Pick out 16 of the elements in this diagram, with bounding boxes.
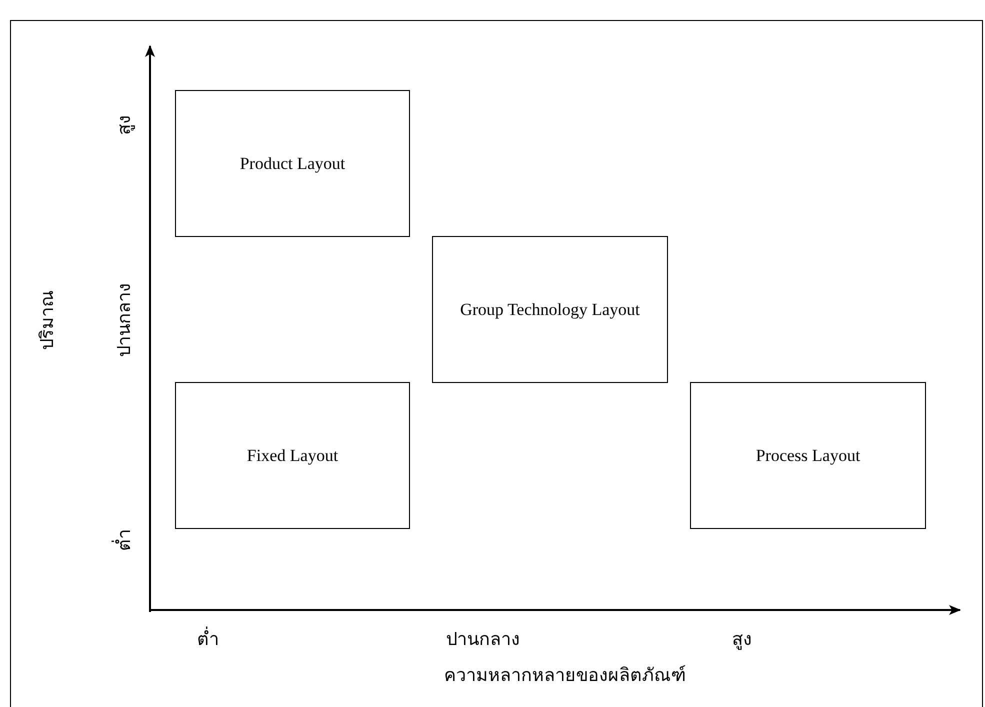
layout-box — [432, 236, 668, 383]
box-label: Product Layout — [238, 152, 346, 175]
layout-box — [175, 90, 410, 237]
axis-tick-label: ปานกลาง — [446, 629, 520, 651]
axis-tick-label: สูง — [114, 115, 136, 135]
axis-title: ความหลากหลายของผลิตภัณฑ์ — [444, 665, 686, 687]
axis-tick-label: สูง — [732, 629, 752, 651]
axis-tick-label: ปานกลาง — [114, 283, 135, 357]
axis-tick-label: ต่ำ — [114, 529, 135, 551]
box-label: Group Technology Layout — [459, 298, 641, 321]
box-label: Process Layout — [754, 444, 862, 467]
box-label: Fixed Layout — [246, 444, 340, 467]
layout-box — [690, 382, 926, 529]
layout-box — [175, 382, 410, 529]
axis-tick-label: ต่ำ — [197, 629, 219, 651]
axis-title: ปริมาณ — [37, 290, 58, 350]
